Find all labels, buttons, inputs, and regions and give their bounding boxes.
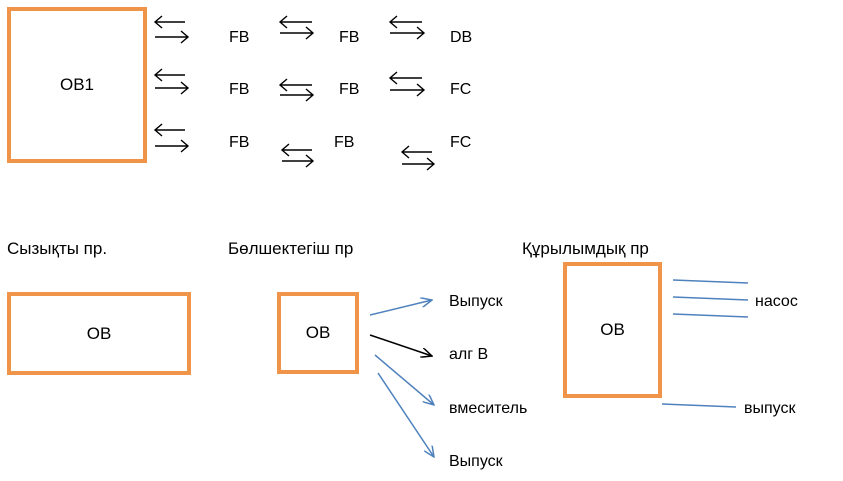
double-arrow-icon bbox=[153, 123, 190, 153]
double-arrow-icon bbox=[388, 15, 426, 40]
row2-fc: FC bbox=[450, 81, 472, 98]
row1-fb-2: FB bbox=[339, 29, 360, 46]
row1-fb-1: FB bbox=[229, 29, 250, 46]
target-vypusk-struct: выпуск bbox=[744, 400, 796, 417]
arrow-to-alg-b bbox=[369, 334, 432, 356]
row3-fb-2: FB bbox=[334, 134, 355, 151]
target-vypusk-2: Выпуск bbox=[449, 453, 503, 470]
arrow-to-vypusk-2 bbox=[377, 372, 434, 457]
structural-lines bbox=[661, 279, 749, 408]
double-arrow-icon bbox=[278, 78, 315, 102]
double-arrow-icon bbox=[278, 15, 315, 40]
structural-ob-label: OB bbox=[600, 320, 625, 339]
line-to-nasos-3 bbox=[672, 313, 749, 318]
arrow-to-vypusk-1 bbox=[369, 300, 432, 316]
ob1-label: OB1 bbox=[59, 75, 95, 94]
linear-ob-block: OB bbox=[7, 292, 191, 375]
structural-heading: Құрылымдық пр bbox=[522, 239, 649, 258]
double-arrow-icon bbox=[153, 68, 190, 95]
divisible-ob-label: OB bbox=[305, 323, 331, 342]
target-vypusk-1: Выпуск bbox=[449, 293, 503, 310]
line-to-nasos-2 bbox=[672, 296, 749, 301]
linear-ob-label: OB bbox=[86, 323, 112, 343]
target-vmesitel: вмеситель bbox=[449, 400, 528, 417]
double-arrows bbox=[153, 15, 436, 171]
line-to-vypusk bbox=[661, 403, 737, 408]
divisible-ob-block: OB bbox=[277, 292, 359, 374]
double-arrow-icon bbox=[153, 15, 190, 44]
row3-fc: FC bbox=[450, 134, 472, 151]
line-to-nasos-1 bbox=[672, 279, 749, 284]
structural-ob-block: OB bbox=[563, 262, 662, 398]
row2-fb-2: FB bbox=[339, 81, 360, 98]
double-arrow-icon bbox=[280, 143, 315, 168]
row2-fb-1: FB bbox=[229, 81, 250, 98]
ob1-block: OB1 bbox=[7, 7, 147, 163]
target-nasos: насос bbox=[755, 293, 798, 310]
divisible-heading: Бөлшектегіш пр bbox=[228, 239, 354, 258]
row3-fb-1: FB bbox=[229, 134, 250, 151]
arrow-to-vmesitel bbox=[374, 354, 434, 405]
row1-db: DB bbox=[450, 29, 473, 46]
linear-heading: Сызықты пр. bbox=[7, 239, 108, 258]
double-arrow-icon bbox=[388, 71, 426, 97]
double-arrow-icon bbox=[400, 145, 436, 171]
target-alg-b: алг В bbox=[449, 346, 489, 363]
